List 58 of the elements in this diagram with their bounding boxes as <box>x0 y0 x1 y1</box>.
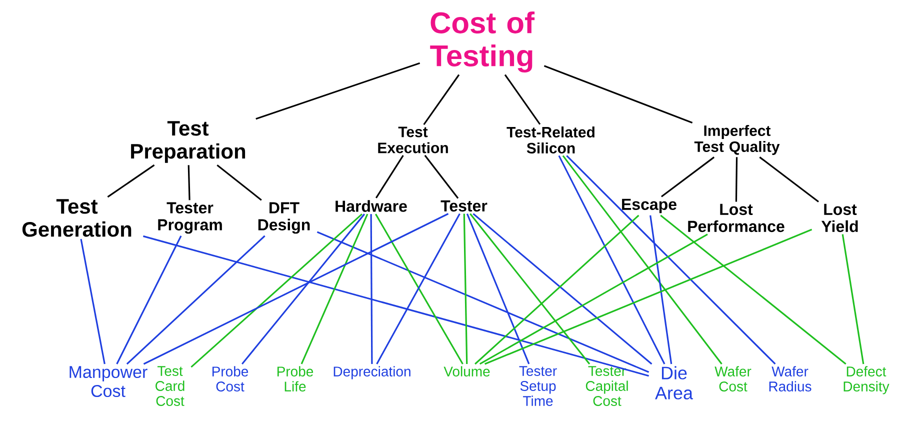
cost-factor-label: Defect Density <box>844 366 890 394</box>
connector-line <box>423 74 460 126</box>
connector-line <box>370 214 373 364</box>
connector-line <box>484 228 812 365</box>
connector-line <box>80 238 106 364</box>
category-label: Test Preparation <box>131 121 246 163</box>
connector-line <box>470 213 590 364</box>
subcategory-label: Test Generation <box>22 199 132 237</box>
connector-line <box>735 157 738 202</box>
subcategory-label: Tester Program <box>158 202 222 234</box>
connector-line <box>126 235 266 365</box>
subcategory-label: Hardware <box>336 200 407 212</box>
connector-line <box>504 74 541 125</box>
cost-factor-label: Wafer Radius <box>769 366 812 392</box>
subcategory-label: DFT Design <box>258 202 310 234</box>
connector-line <box>661 156 715 198</box>
connector-line <box>558 155 666 364</box>
connector-line <box>300 214 368 364</box>
connector-line <box>256 62 420 120</box>
connector-line <box>562 155 722 364</box>
cost-factor-label: Tester Capital Cost <box>586 366 628 406</box>
cost-factor-label: Volume <box>444 366 490 376</box>
connector-line <box>660 214 846 365</box>
category-label: Imperfect Test Quality <box>694 125 780 155</box>
cost-factor-label: Tester Setup Time <box>519 366 557 406</box>
subcategory-label: Tester <box>440 200 488 212</box>
cost-factor-label: Wafer Cost <box>714 366 752 392</box>
category-label: Test Execution <box>378 126 448 154</box>
cost-factor-label: Depreciation <box>334 366 410 380</box>
subcategory-label: Lost Performance <box>688 204 784 232</box>
connector-line <box>463 214 468 364</box>
connector-line <box>375 155 404 198</box>
subcategory-label: Lost Yield <box>821 204 858 232</box>
subcategory-label: Escape <box>622 198 676 214</box>
connector-line <box>316 231 650 373</box>
connector-line <box>241 214 366 364</box>
connector-line <box>216 164 262 201</box>
connector-line <box>143 213 449 365</box>
connector-line <box>424 154 459 199</box>
connector-line <box>116 236 182 364</box>
connector-line <box>466 213 530 364</box>
cost-factor-label: Probe Life <box>277 366 314 392</box>
cost-factor-label: Probe Cost <box>212 366 248 392</box>
cost-factor-label: Manpower Cost <box>70 366 148 398</box>
connector-line <box>650 215 672 364</box>
connector-line <box>188 165 190 200</box>
connector-line <box>143 235 650 377</box>
connector-line <box>544 65 693 124</box>
cost-factor-label: Die Area <box>655 366 693 400</box>
connector-line <box>842 234 864 364</box>
root-label: Cost of Testing <box>430 11 535 73</box>
connector-line <box>107 164 155 198</box>
connector-line <box>759 156 819 202</box>
category-label: Test-Related Silicon <box>506 126 594 154</box>
connector-line <box>190 213 363 368</box>
connector-line <box>566 155 776 365</box>
connector-line <box>479 234 708 365</box>
cost-factor-label: Test Card Cost <box>156 366 184 406</box>
